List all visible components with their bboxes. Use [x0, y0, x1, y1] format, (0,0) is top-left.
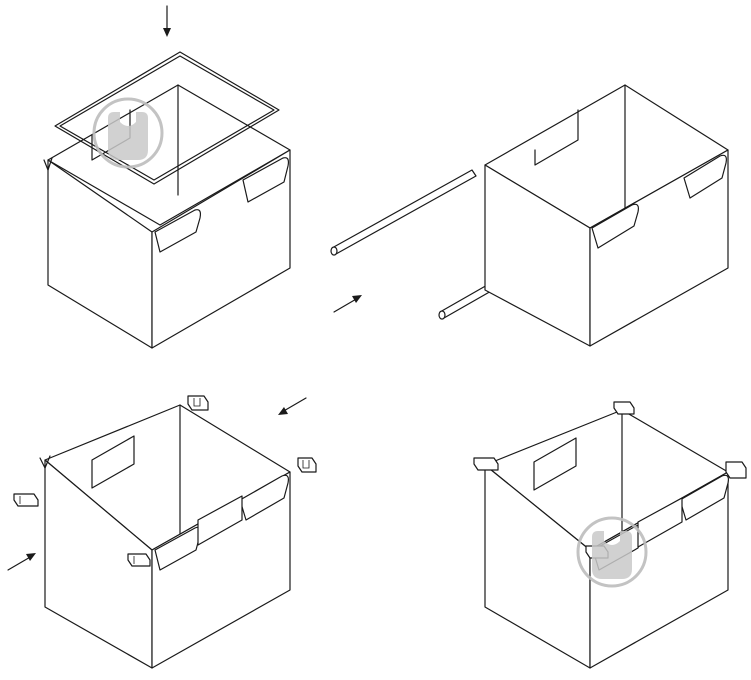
- box-side-face: [151, 149, 291, 349]
- box-side-face: [589, 149, 729, 347]
- wire-frame: [54, 51, 280, 185]
- insert-arrow-icon: [333, 295, 362, 313]
- rod-upper: [330, 169, 477, 256]
- shopping-bag-logo-icon: [92, 97, 164, 169]
- insert-arrow-icon: [7, 553, 36, 571]
- corner-clip: [297, 457, 317, 473]
- panel-2: [330, 84, 729, 347]
- shopping-bag-logo-icon: [576, 516, 648, 588]
- down-arrow-icon: [163, 5, 171, 37]
- panel-4: [473, 401, 747, 669]
- flap-right: [679, 474, 729, 521]
- flap-right: [239, 474, 289, 521]
- insert-arrow-icon: [278, 397, 307, 415]
- flap-right: [683, 154, 727, 199]
- panel-3: [7, 395, 317, 669]
- flap-left: [154, 209, 202, 253]
- panel-1: [43, 5, 291, 349]
- corner-clip: [473, 457, 499, 471]
- corner-clip: [187, 395, 209, 411]
- corner-clip: [127, 553, 151, 567]
- corner-clip: [613, 401, 635, 415]
- corner-clip: [725, 461, 747, 479]
- corner-clip: [13, 493, 39, 507]
- flap-right: [242, 157, 290, 203]
- flap-left: [591, 203, 639, 249]
